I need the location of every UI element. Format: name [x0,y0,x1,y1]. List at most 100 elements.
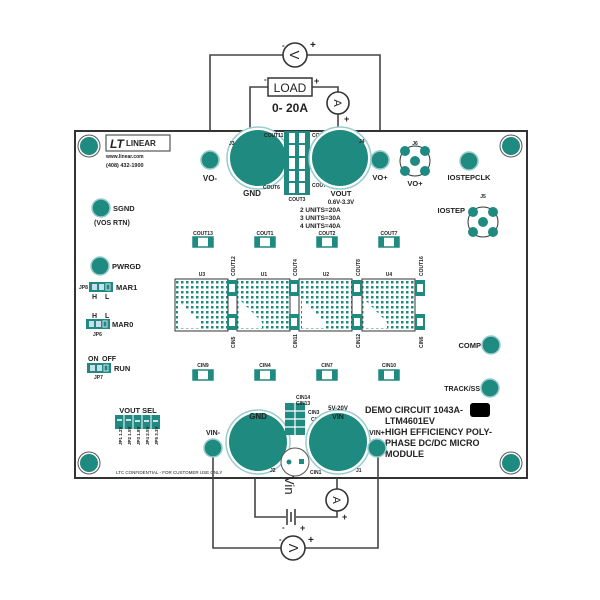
svg-text:+: + [342,512,347,522]
svg-text:OFF: OFF [102,356,117,363]
svg-text:V: V [286,543,301,552]
svg-text:JP2 1.5V: JP2 1.5V [127,426,132,445]
test-point-tp2[interactable] [203,438,223,458]
svg-text:LOAD: LOAD [274,81,307,95]
capacitor [415,280,425,296]
svg-text:SGND: SGND [113,204,135,213]
vout-select-jumpers[interactable] [115,415,160,429]
svg-text:LINEAR: LINEAR [126,139,156,148]
terminal-j3[interactable] [230,130,286,186]
svg-text:COUT4: COUT4 [293,259,299,276]
svg-text:CIN1: CIN1 [310,470,322,476]
capacitor [289,280,299,296]
svg-text:J2: J2 [270,468,276,474]
svg-text:VIN+: VIN+ [369,430,385,437]
svg-text:JP3 1.8V: JP3 1.8V [136,426,141,445]
svg-text:COUT11: COUT11 [264,133,284,139]
label-sticker [470,403,490,417]
terminal-j4[interactable] [312,130,368,186]
svg-text:COUT1: COUT1 [257,231,274,237]
svg-text:J1: J1 [356,468,362,474]
linear-logo: LT LINEAR [105,134,171,152]
svg-text:U3: U3 [199,272,206,278]
capacitor [227,314,237,330]
module-u2 [298,278,353,332]
output-capacitor-bank [284,131,310,195]
svg-text:4 UNITS=40A: 4 UNITS=40A [300,223,341,230]
test-point-tp6[interactable] [90,256,110,276]
svg-text:CIN5: CIN5 [231,336,237,348]
capacitor-cout2 [316,236,338,248]
capacitor-cin4 [254,369,276,381]
mounting-hole-icon [499,451,523,475]
svg-text:MODULE: MODULE [385,449,424,459]
svg-text:U1: U1 [261,272,268,278]
svg-text:JP1 1.2V: JP1 1.2V [118,426,123,445]
mounting-hole-icon [77,451,101,475]
svg-text:J4: J4 [359,139,365,145]
svg-text:VO+: VO+ [407,179,423,188]
svg-text:JP6: JP6 [93,332,102,338]
terminal-j2[interactable] [229,413,287,471]
terminal-j1[interactable] [309,413,367,471]
svg-text:VO-: VO- [203,174,218,183]
svg-text:CIN3: CIN3 [308,410,320,416]
svg-text:+: + [314,76,319,86]
ammeter-icon [326,91,350,115]
svg-text:+: + [344,114,349,124]
input-wiring: - + Vin A + V - + [212,448,379,561]
svg-text:PWRGD: PWRGD [112,262,141,271]
svg-text:CIN9: CIN9 [197,363,209,369]
input-capacitor-bank [285,403,305,435]
svg-text:COUT2: COUT2 [319,231,336,237]
ammeter-icon [325,488,349,512]
test-point-tp9[interactable] [91,198,111,218]
test-point-tp13[interactable] [459,151,479,171]
svg-text:www.linear.com: www.linear.com [105,154,144,160]
svg-text:-: - [282,523,285,532]
load-box [267,77,313,97]
svg-text:LT: LT [110,137,125,151]
capacitor [289,314,299,330]
svg-text:VIN-: VIN- [206,430,221,437]
svg-text:A: A [331,99,343,107]
svg-text:J6: J6 [412,141,418,147]
svg-text:A: A [330,496,342,504]
jumper-mar1[interactable] [88,281,114,293]
jumper-mar0[interactable] [85,318,111,330]
svg-text:+: + [310,40,316,51]
battery-icon [286,509,296,525]
svg-text:+: + [308,535,314,546]
svg-text:GND: GND [249,412,267,421]
module-u3 [174,278,229,332]
svg-text:ON: ON [88,356,99,363]
svg-text:CIN13: CIN13 [296,401,310,407]
mounting-hole-icon [77,134,101,158]
svg-text:JP4 2.5V: JP4 2.5V [145,426,150,445]
svg-text:MAR0: MAR0 [112,320,133,329]
test-point-tp10[interactable] [480,378,500,398]
svg-text:-: - [282,41,285,50]
capacitor-cin1 [280,447,310,477]
svg-text:VO+: VO+ [372,173,388,182]
capacitor-cout13 [192,236,214,248]
svg-text:2 UNITS=20A: 2 UNITS=20A [300,207,341,214]
test-point-tp8[interactable] [481,335,501,355]
test-point-tp1[interactable] [367,438,387,458]
svg-text:0.6V-3.3V: 0.6V-3.3V [328,200,354,206]
svg-text:JP5 3.3V: JP5 3.3V [154,426,159,445]
svg-text:H: H [92,313,97,320]
voltmeter-icon [280,535,306,561]
capacitor [227,280,237,296]
jumper-run[interactable] [86,362,112,374]
svg-text:H: H [92,294,97,301]
svg-text:CIN12: CIN12 [356,334,362,348]
svg-text:(VOS RTN): (VOS RTN) [94,220,130,227]
svg-text:5V-20V: 5V-20V [328,406,348,412]
svg-text:JP8: JP8 [79,285,88,291]
svg-text:Vin: Vin [282,476,297,495]
svg-text:CIN10: CIN10 [382,363,396,369]
capacitor [352,314,362,330]
svg-text:CIN6: CIN6 [419,336,425,348]
svg-text:DEMO CIRCUIT 1043A-: DEMO CIRCUIT 1043A- [365,405,463,415]
